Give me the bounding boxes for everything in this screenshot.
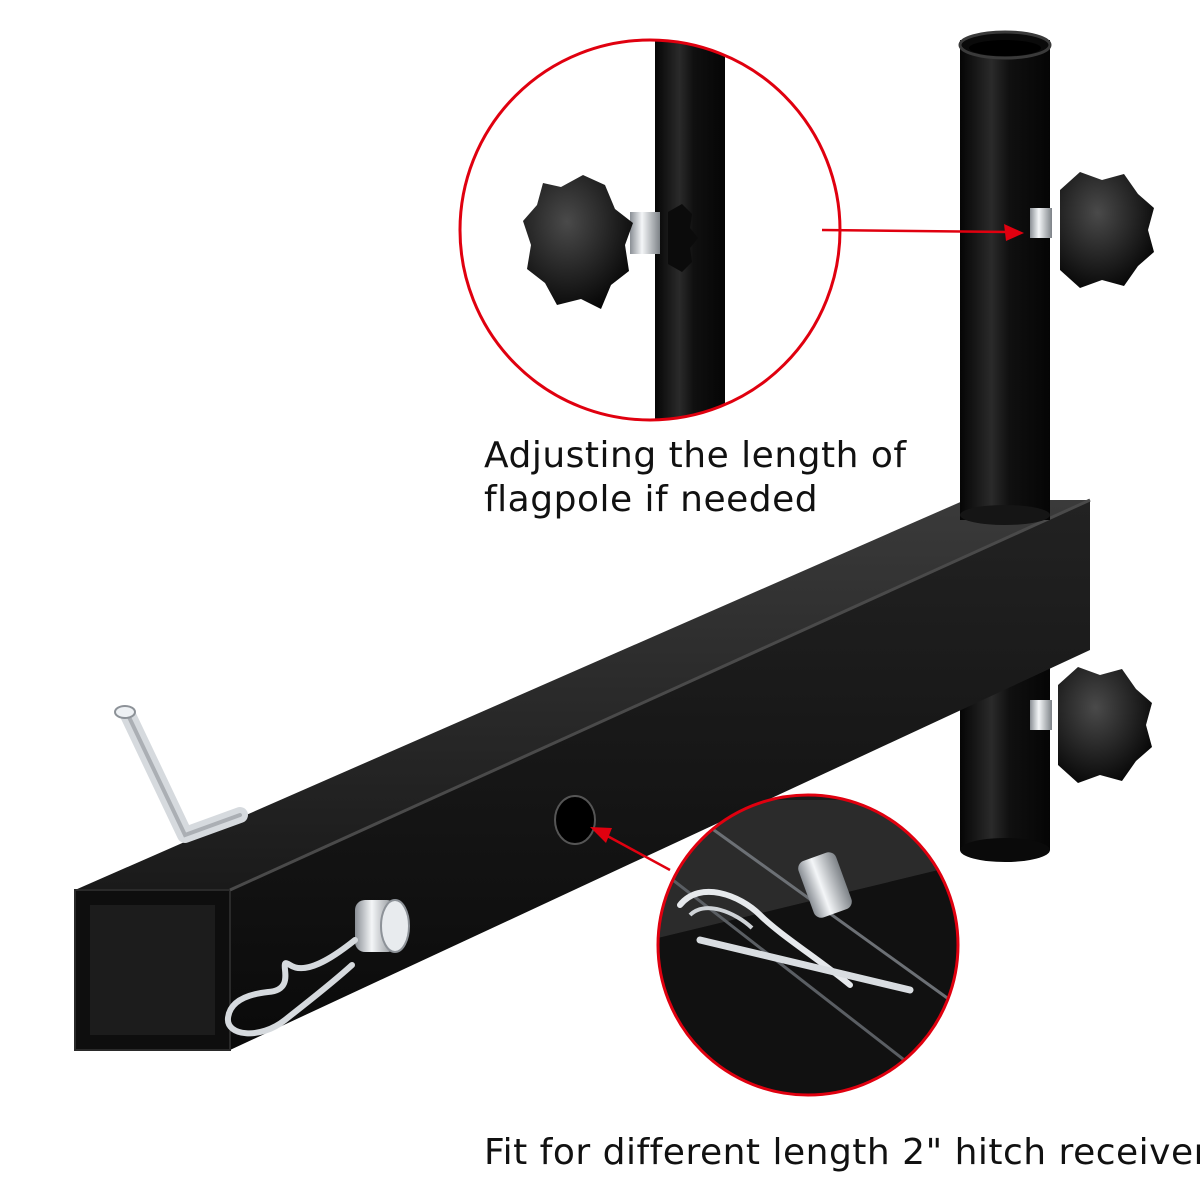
hitch-receiver-caption: Fit for different length 2" hitch receiv… xyxy=(484,1132,1200,1173)
flagpole-caption-line-2: flagpole if needed xyxy=(484,479,819,520)
hitch-clip-icon xyxy=(225,937,358,1037)
lower-tension-knob-icon xyxy=(1030,667,1152,783)
flagpole-caption-line-1: Adjusting the length of xyxy=(484,435,907,476)
hitch-pin-icon xyxy=(114,705,410,953)
upper-tension-knob-icon xyxy=(1030,172,1154,288)
hitch-receiver-bar xyxy=(74,498,1091,1051)
vertical-flagpole-tube xyxy=(958,30,1052,862)
knob-detail-callout xyxy=(458,38,1024,422)
pin-detail-callout xyxy=(590,793,960,1097)
flagpole-adjust-caption: Adjusting the length of flagpole if need… xyxy=(484,434,907,522)
